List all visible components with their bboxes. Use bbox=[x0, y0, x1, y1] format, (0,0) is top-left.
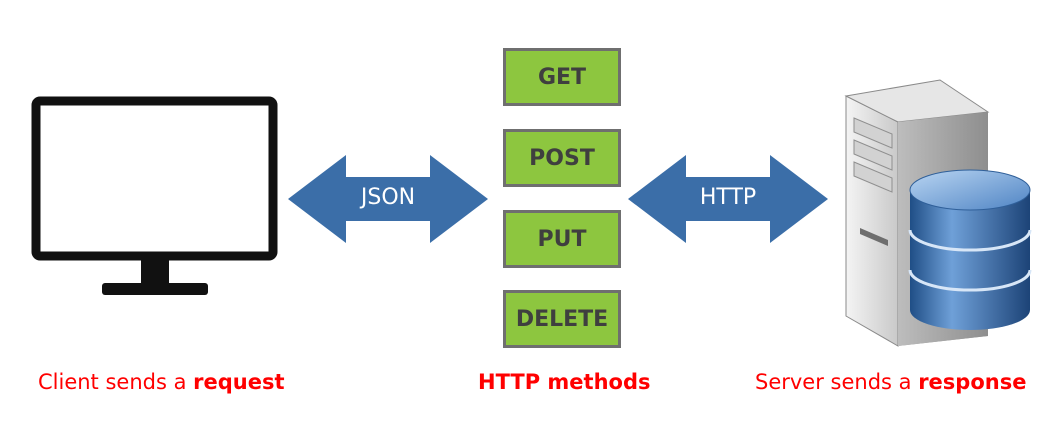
client-caption: Client sends a request bbox=[38, 370, 285, 402]
client-caption-emphasis: request bbox=[193, 370, 285, 394]
client-caption-text: Client sends a bbox=[38, 370, 194, 394]
monitor-icon bbox=[31, 96, 278, 295]
methods-caption: HTTP methods bbox=[478, 370, 651, 394]
database-icon bbox=[908, 169, 1032, 330]
method-delete: DELETE bbox=[503, 290, 621, 348]
method-post: POST bbox=[503, 129, 621, 187]
server-caption: Server sends a response bbox=[755, 370, 1026, 402]
http-arrow-label: HTTP bbox=[699, 185, 757, 210]
method-get: GET bbox=[503, 48, 621, 106]
json-arrow bbox=[288, 155, 488, 243]
method-put: PUT bbox=[503, 210, 621, 268]
json-arrow-label: JSON bbox=[360, 185, 416, 210]
server-caption-text: Server sends a bbox=[755, 370, 919, 394]
http-arrow bbox=[628, 155, 828, 243]
server-caption-emphasis: response bbox=[918, 370, 1027, 394]
